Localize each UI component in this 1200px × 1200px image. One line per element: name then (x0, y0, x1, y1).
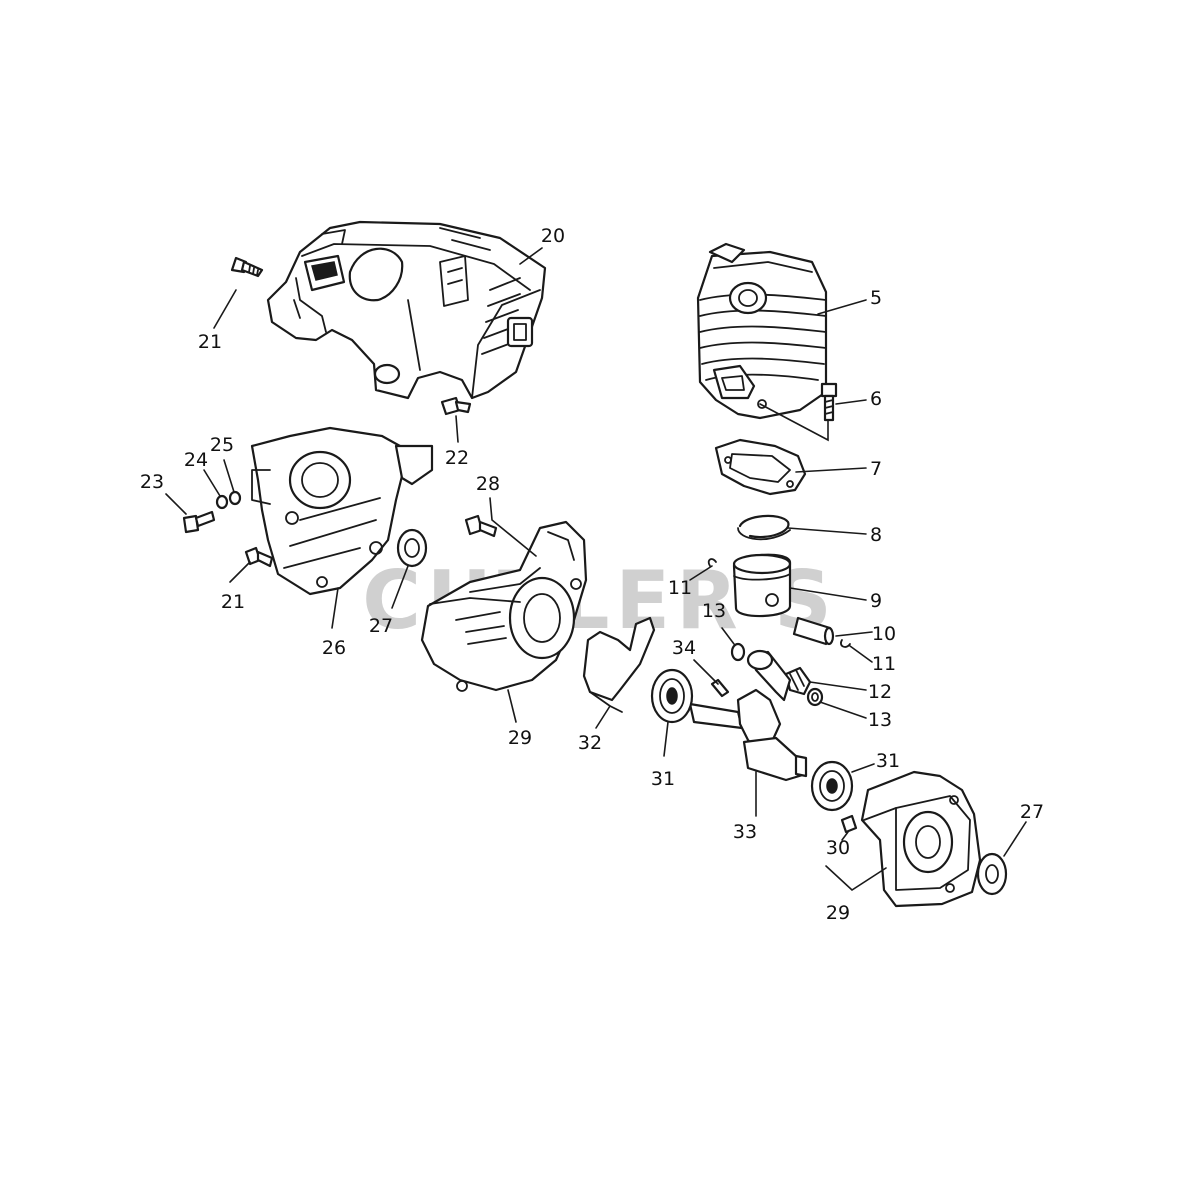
callout-24: 24 (184, 449, 208, 471)
callout-25: 25 (210, 434, 234, 456)
callout-31-left: 31 (651, 768, 675, 790)
part-piston-pin (792, 616, 835, 646)
callout-27-left: 27 (369, 615, 393, 637)
callout-11-upper: 11 (668, 577, 692, 599)
part-gasket (714, 438, 807, 496)
part-washer-24 (215, 494, 229, 510)
part-key (710, 678, 730, 698)
callout-23: 23 (140, 471, 164, 493)
callout-20: 20 (541, 225, 565, 247)
callout-21-lower: 21 (221, 591, 245, 613)
callout-31-right: 31 (876, 750, 900, 772)
callout-labels: 20 21 22 5 6 7 8 9 10 11 11 12 13 13 23 … (140, 225, 1044, 924)
part-engine-cover (266, 220, 547, 400)
part-washer-upper (730, 642, 746, 662)
part-bolt-22 (440, 396, 472, 416)
callout-13-lower: 13 (868, 709, 892, 731)
part-circlip-upper (707, 558, 717, 567)
part-cylinder (696, 242, 828, 420)
part-bolt-6 (820, 382, 838, 422)
part-crankcase-left (420, 520, 588, 692)
callout-12: 12 (868, 681, 892, 703)
part-circlip-lower (840, 639, 851, 648)
part-crankcase-right (860, 770, 982, 908)
part-washer-25 (228, 490, 242, 506)
part-piston-ring (737, 514, 791, 541)
callout-13-upper: 13 (702, 600, 726, 622)
callout-32: 32 (578, 732, 602, 754)
callout-27-right: 27 (1020, 801, 1044, 823)
callout-9: 9 (870, 590, 882, 612)
callout-34: 34 (672, 637, 696, 659)
callout-26: 26 (322, 637, 346, 659)
callout-21-upper: 21 (198, 331, 222, 353)
callout-5: 5 (870, 287, 882, 309)
part-bearing-right (810, 760, 854, 812)
part-bearing-left (650, 668, 694, 724)
part-crankshaft (688, 649, 808, 782)
leader-lines (165, 247, 1027, 892)
part-retainer-band (582, 616, 656, 713)
callout-11-lower: 11 (872, 653, 896, 675)
callout-7: 7 (870, 458, 882, 480)
callout-6: 6 (870, 388, 882, 410)
callout-22: 22 (445, 447, 469, 469)
part-dowel-pin (840, 814, 858, 834)
callout-28: 28 (476, 473, 500, 495)
part-bolt-21-upper (230, 256, 264, 278)
callout-10: 10 (872, 623, 896, 645)
part-oil-seal-left (396, 528, 428, 568)
part-bolt-23 (182, 510, 216, 534)
part-bolt-28 (464, 514, 498, 538)
callout-33: 33 (733, 821, 757, 843)
part-bolt-21-lower (244, 546, 274, 568)
part-oil-seal-right (976, 852, 1008, 896)
callout-29-right: 29 (826, 902, 850, 924)
callout-8: 8 (870, 524, 882, 546)
callout-30: 30 (826, 837, 850, 859)
callout-29-left: 29 (508, 727, 532, 749)
part-needle-bearing (784, 666, 812, 696)
part-piston (732, 553, 792, 618)
part-washer-lower (806, 687, 824, 707)
part-fan-housing (250, 426, 434, 596)
